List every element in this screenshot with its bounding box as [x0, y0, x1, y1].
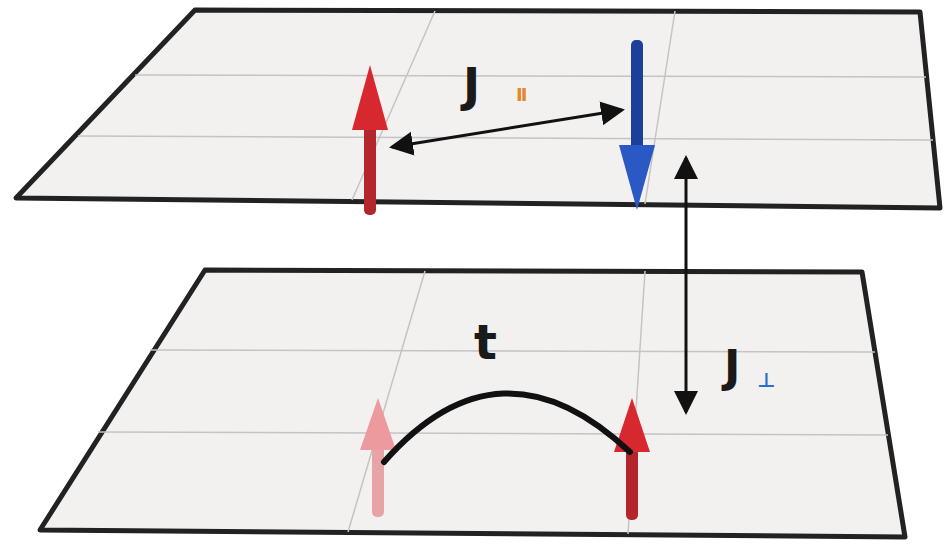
coupling-symbol: J [724, 345, 740, 389]
spin-arrows [352, 40, 655, 520]
coupling-subscript: II [516, 86, 525, 104]
top-plane [16, 10, 940, 208]
interaction-lines [384, 110, 686, 462]
bottom-plane [40, 270, 905, 537]
coupling-symbol: J [463, 62, 480, 108]
hopping-symbol: t [474, 318, 497, 366]
coupling-subscript: ⊥ [757, 370, 775, 390]
